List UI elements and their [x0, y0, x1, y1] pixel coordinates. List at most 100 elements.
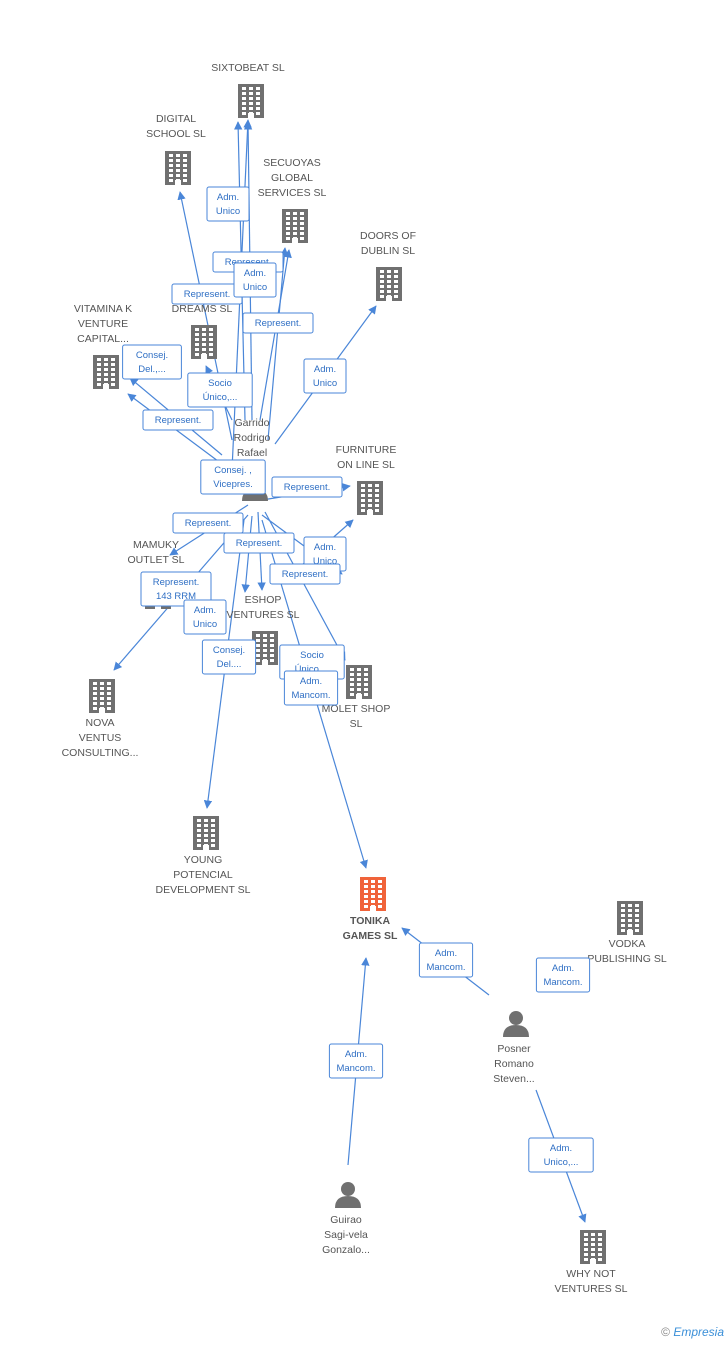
edge-label[interactable]: Represent.	[171, 283, 243, 305]
node-label-line: Garrido	[234, 417, 269, 429]
company-icon[interactable]	[191, 325, 217, 359]
edge-label-text: Consej.Del.,...	[136, 350, 168, 375]
edge-label-text: Adm.Mancom.	[291, 676, 330, 701]
edge-label[interactable]: Represent.	[142, 409, 214, 431]
edge-label-line: Mancom.	[426, 962, 465, 973]
node-label-line: VENTURES SL	[227, 609, 300, 621]
edge-label-text: Adm. Mancom.	[336, 1049, 375, 1074]
node-label-line: GAMES SL	[343, 930, 398, 942]
edge-label-line: 143 RRM	[156, 591, 196, 602]
company-icon[interactable]	[93, 355, 119, 389]
edge-label-line: Unico	[313, 556, 337, 567]
edge-label[interactable]: Adm. Mancom.	[328, 1043, 384, 1079]
company-icon[interactable]	[89, 679, 115, 713]
company-icon[interactable]	[165, 151, 191, 185]
edge-label-text: Adm.Unico	[313, 364, 337, 389]
edge-label[interactable]: Adm.Unico	[303, 358, 347, 394]
edge-label[interactable]: Adm.Mancom.	[283, 670, 339, 706]
edge-label-line: Único,...	[203, 392, 238, 403]
company-icon[interactable]	[357, 481, 383, 515]
node-label-line: Romano	[494, 1058, 534, 1070]
edge-label[interactable]: Adm.Unico	[303, 536, 347, 572]
company-icon[interactable]	[282, 209, 308, 243]
company-icon[interactable]	[617, 901, 643, 935]
node-label-line: DUBLIN SL	[361, 245, 415, 257]
edge-label-line: Represent.	[236, 538, 282, 549]
edge-label-line: Vicepres.	[213, 479, 252, 490]
edge-label[interactable]: Represent.	[269, 563, 341, 585]
node-label-line: VITAMINA K	[74, 303, 132, 315]
edge-label-line: Mancom.	[543, 977, 582, 988]
edge-label-text: Adm.Unico	[313, 542, 337, 567]
edge-label[interactable]: Adm.Unico	[233, 262, 277, 298]
edge-garrido-to-vitamina	[127, 393, 231, 471]
edge-label[interactable]: Consej.Del....	[201, 639, 257, 675]
node-label-line: VODKA	[609, 938, 646, 950]
edge-label-box	[201, 639, 257, 675]
edge-label[interactable]: Represent.	[223, 532, 295, 554]
edge-label-box	[328, 1043, 384, 1079]
edge-label-box	[528, 1137, 594, 1173]
edge-label-line: Adm.	[345, 1049, 367, 1060]
edge-label-line: Adm.	[300, 676, 322, 687]
company-icon[interactable]	[580, 1230, 606, 1264]
person-icon[interactable]	[335, 1182, 361, 1208]
node-label-line: Rodrigo	[234, 432, 271, 444]
edge-label-box	[142, 409, 214, 431]
edge-label-line: Adm.	[552, 963, 574, 974]
edge-label[interactable]: Represent.	[242, 312, 314, 334]
edge-label-text: Represent.143 RRM	[153, 577, 199, 602]
edge-label-line: Unico	[243, 282, 267, 293]
edge-label[interactable]: Represent.143 RRM	[140, 571, 212, 607]
focus-company-icon[interactable]	[360, 877, 386, 911]
edge-label[interactable]: Adm.Unico,...	[528, 1137, 594, 1173]
edge-label-box	[122, 344, 182, 380]
edge-label[interactable]: Adm. Mancom.	[535, 957, 591, 993]
node-label-line: VENTURES SL	[555, 1283, 628, 1295]
edge-label-text: Adm. Mancom.	[543, 963, 582, 988]
node-label-vodka[interactable]: VODKA PUBLISHING SL	[587, 938, 667, 965]
company-icon[interactable]	[238, 84, 264, 118]
edge-label[interactable]: Adm. Mancom.	[418, 942, 474, 978]
node-label-line: VENTUS	[79, 732, 122, 744]
edge-label[interactable]: Consej.Del.,...	[122, 344, 182, 380]
edge-label[interactable]: Consej. ,Vicepres.	[200, 459, 266, 495]
edge-label-text: Represent.	[155, 415, 201, 426]
brand-logo[interactable]: Empresia	[673, 1325, 724, 1339]
company-icon[interactable]	[252, 631, 278, 665]
node-label-whynot[interactable]: WHY NOT VENTURES SL	[555, 1268, 628, 1295]
edge-label-line: Único,...	[295, 664, 330, 675]
node-label-sixtobeat[interactable]: SIXTOBEAT SL	[211, 62, 285, 74]
edge-label-line: Mancom.	[336, 1063, 375, 1074]
node-label-dreams[interactable]: DREAMS SL	[172, 303, 233, 315]
company-icon[interactable]	[193, 816, 219, 850]
company-icon[interactable]	[346, 665, 372, 699]
node-label-line: PUBLISHING SL	[587, 953, 667, 965]
edge-label[interactable]: Represent.	[172, 512, 244, 534]
edge-label-line: Adm.	[435, 948, 457, 959]
person-icon[interactable]	[503, 1011, 529, 1037]
edge-label[interactable]: Adm.Unico	[183, 599, 227, 635]
company-icon[interactable]	[376, 267, 402, 301]
node-label-line: WHY NOT	[566, 1268, 616, 1280]
edge-label[interactable]: Represent.	[271, 476, 343, 498]
edge-label[interactable]: Adm.Unico	[206, 186, 250, 222]
edge-label-line: Del....	[217, 659, 242, 670]
